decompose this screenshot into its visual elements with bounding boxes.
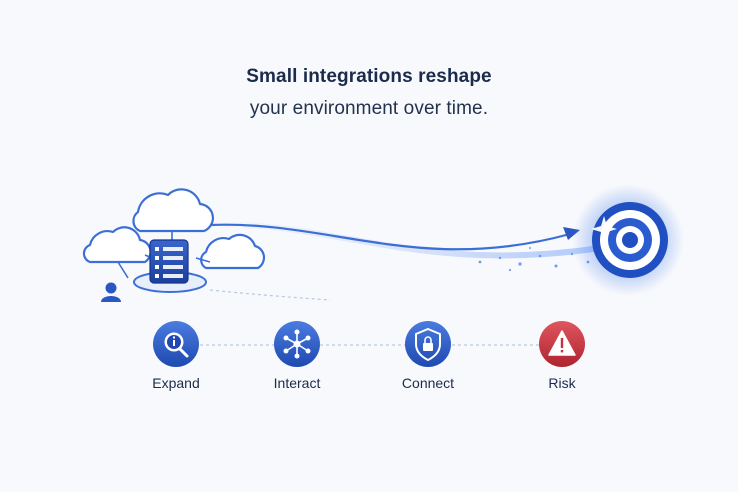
ground-dashed-line [209, 289, 331, 301]
headline-line-1: Small integrations reshape [246, 66, 492, 87]
stage-risk-icon [539, 321, 585, 367]
stage-label-connect: Connect [401, 375, 455, 391]
stage-expand-icon [153, 321, 199, 367]
stage-interact-icon [274, 321, 320, 367]
cloud-environment-icon [82, 188, 266, 270]
stage-connect-icon [405, 321, 451, 367]
cloud-top-icon [132, 188, 214, 233]
stage-label-interact: Interact [273, 375, 321, 391]
sparkle-star-icon [591, 216, 617, 242]
stage-label-risk: Risk [548, 375, 576, 391]
target-icon [592, 202, 668, 278]
cloud-right-icon [200, 233, 266, 270]
cloud-left-icon [82, 226, 152, 264]
stage-label-expand: Expand [152, 375, 200, 391]
user-icon [101, 282, 121, 302]
headline-line-2: your environment over time. [249, 98, 489, 119]
server-icon [149, 239, 189, 284]
trajectory-arrow-line [209, 223, 571, 251]
